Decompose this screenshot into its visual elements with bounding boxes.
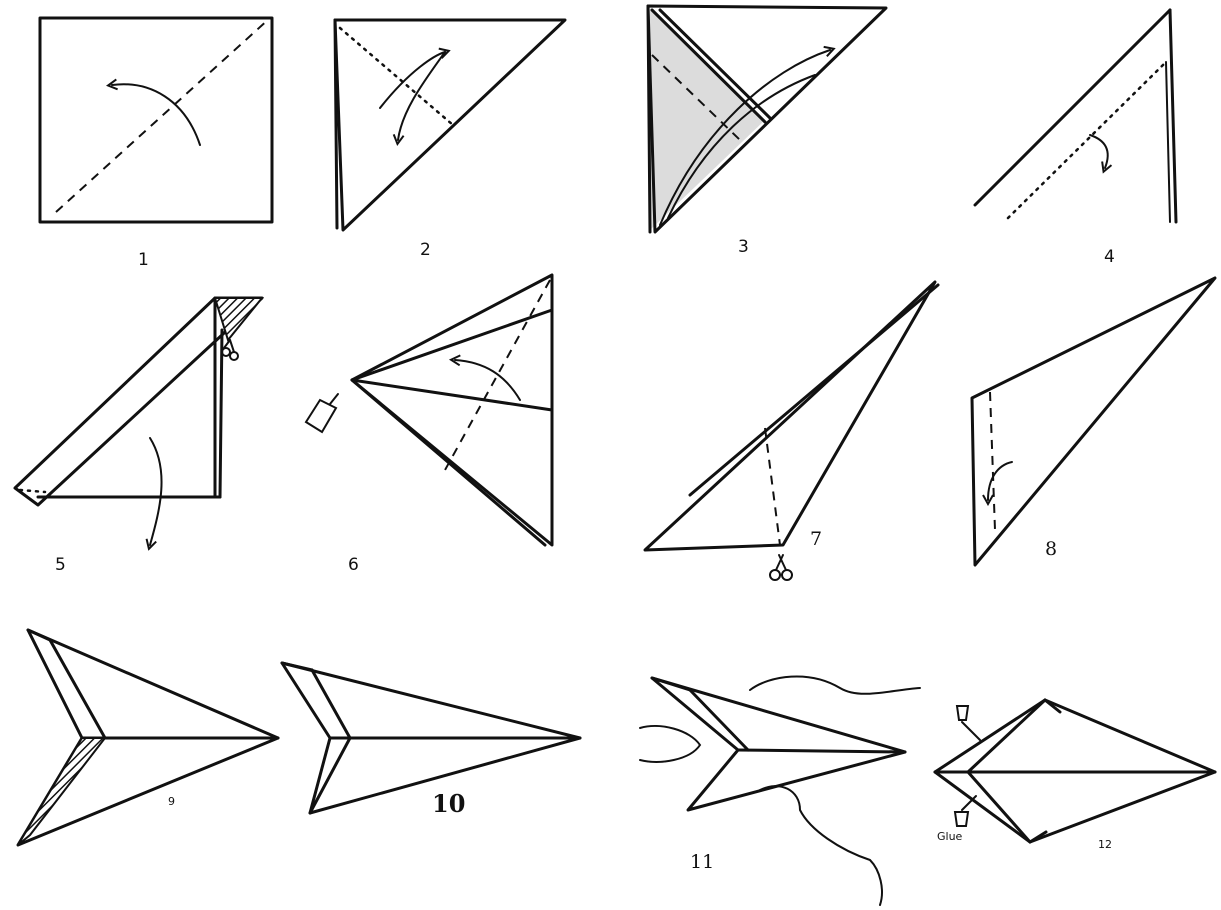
glue-tube-icon xyxy=(306,394,338,432)
step-number: 6 xyxy=(348,555,359,575)
step-1: 1 xyxy=(40,18,272,270)
step-number: 9 xyxy=(168,795,175,808)
glue-tube-icon xyxy=(957,706,980,740)
step-number: 11 xyxy=(690,851,714,873)
step-5: 5 xyxy=(15,298,262,575)
step-number: 1 xyxy=(138,250,149,270)
step-2: 2 xyxy=(335,20,565,260)
step-9: 9 xyxy=(18,630,278,845)
scissors-icon xyxy=(222,340,238,360)
step-number: 2 xyxy=(420,240,431,260)
step-number: 12 xyxy=(1098,838,1112,851)
step-number: 10 xyxy=(432,789,465,818)
step-number: 3 xyxy=(738,237,749,257)
step-6: 6 xyxy=(306,275,552,575)
hand-icon xyxy=(640,676,920,905)
step-8: 8 xyxy=(972,278,1215,565)
curved-arrow-icon xyxy=(988,462,1012,500)
step-number: 4 xyxy=(1104,247,1115,267)
scissors-icon xyxy=(770,555,792,580)
step-7: 7 xyxy=(645,282,938,580)
step-12: Glue 12 xyxy=(935,700,1215,851)
curved-arrow-icon xyxy=(1090,135,1108,168)
step-4: 4 xyxy=(975,10,1176,267)
step-11: 11 xyxy=(640,676,920,905)
step-3: 3 xyxy=(648,6,886,257)
glue-tube-icon xyxy=(955,796,976,826)
step-number: 8 xyxy=(1045,538,1057,560)
step-number: 7 xyxy=(810,528,822,550)
step-10: 10 xyxy=(282,663,580,818)
glue-label: Glue xyxy=(937,830,963,843)
step-number: 5 xyxy=(55,555,66,575)
curved-arrow-icon xyxy=(150,438,162,545)
